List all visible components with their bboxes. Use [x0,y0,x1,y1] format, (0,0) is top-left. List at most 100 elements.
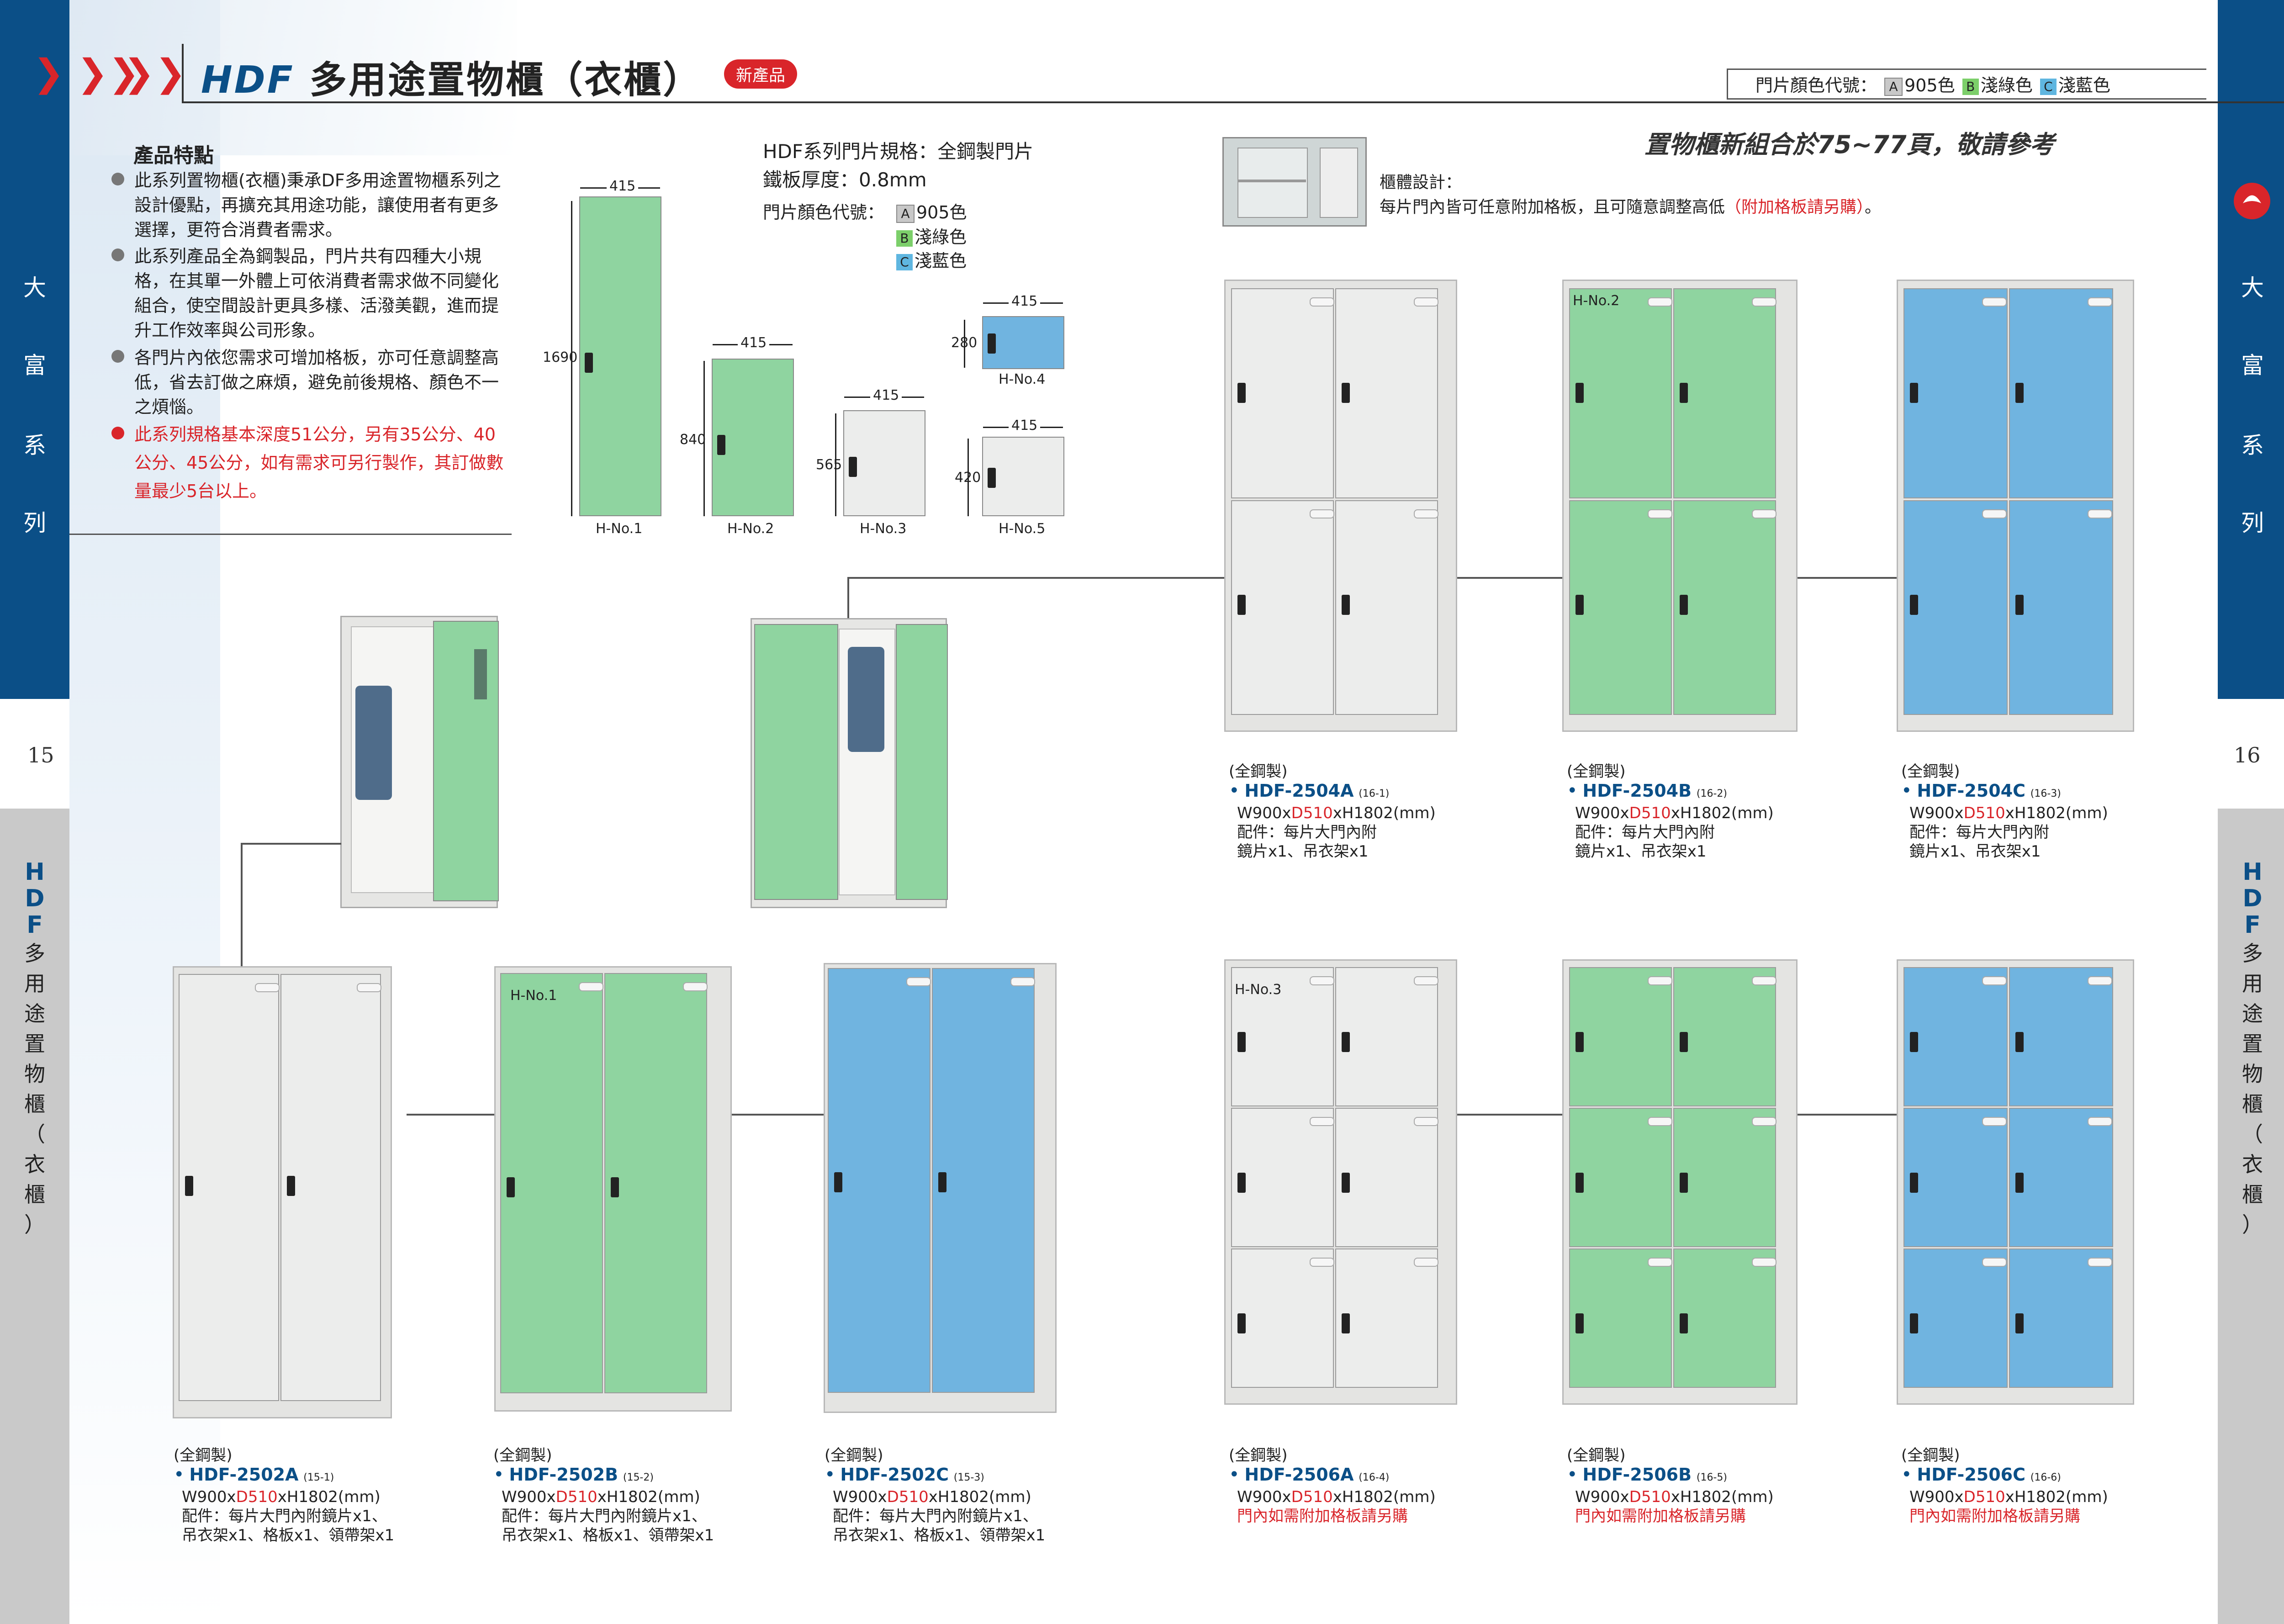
vt-char: 途 [2242,1001,2263,1026]
feature-item: 此系列置物櫃(衣櫃)秉承DF多用途置物櫃系列之設計優點，再擴充其用途功能，讓使用… [111,168,509,242]
combo-title: 置物櫃新組合於75~77頁，敬請參考 [1644,130,2055,159]
connector-line [1185,577,1227,579]
handle-icon [834,1172,842,1192]
caption-line: 配件：每片大門內附 [1237,823,1377,841]
page-number-right: 16 [2234,743,2261,767]
caption-material: (全鋼製) [493,1446,552,1465]
vent-icon [2088,509,2112,518]
vent-icon [2088,1258,2112,1267]
caption-ref: (15-3) [953,1472,984,1483]
cabinet-door [1673,288,1776,498]
dim-line [968,439,969,516]
caption-ref: (16-3) [2030,788,2061,799]
cabinet-hdf-2502a [173,966,392,1418]
vent-icon [1982,509,2007,518]
color-swatch-b: B [896,230,913,247]
open-cabinet-photo [751,618,948,908]
caption-material: (全鋼製) [1229,1446,1288,1465]
caption-depth: D510 [1291,1488,1333,1506]
vent-icon [255,983,280,992]
feature-item: 此系列產品全為鋼製品，門片共有四種大小規格，在其單一外體上可依消費者需求做不同變… [111,244,509,343]
caption-model: HDF-2504C [1917,781,2025,801]
vent-icon [1982,297,2007,307]
feature-item-highlight: 此系列規格基本深度51公分，另有35公分、40公分、45公分，如有需求可另行製作… [111,420,509,505]
spec-line-1: HDF系列門片規格：全鋼製門片 [763,140,1034,163]
left-series-char: 列 [23,510,46,536]
handle-icon [1680,1313,1688,1333]
caption-note: 門內如需附加格板請另購 [1237,1507,1408,1525]
door-h3 [843,410,925,516]
cabinet-door: H-No.2 [1569,288,1672,498]
vt-char: 多 [24,941,45,966]
handle-icon [2015,1313,2024,1333]
vent-icon [1310,1258,1334,1267]
left-gray-tab [0,809,69,1624]
product-caption-hdf-2502b: (全鋼製) • HDF-2502B (15-2) W900xD510xH1802… [493,1446,714,1545]
door-h1 [579,196,661,516]
vt-char: 用 [24,971,45,996]
right-series-char: 列 [2241,510,2264,536]
left-series-char: 富 [23,352,46,379]
interior-photo [1222,137,1367,227]
handle-icon [1680,595,1688,615]
handle-icon [2015,1173,2024,1193]
cabinet-door [1673,1108,1776,1247]
handle-icon [1910,1032,1918,1052]
vt-char: 物 [2242,1062,2263,1086]
cabinet-door [1335,1108,1438,1247]
caption-dims: W900x [502,1488,556,1506]
bullet-icon: • [1229,1464,1240,1485]
door-h5 [982,437,1064,516]
vt-char: 櫃 [2242,1182,2263,1207]
cabinet-door [179,974,280,1401]
caption-model: HDF-2504B [1582,781,1692,801]
bullet-icon: • [1901,1464,1912,1485]
header-divider [182,44,184,103]
color-code-label: 門片顏色代號： [1755,75,1877,95]
cabinet-door [280,974,381,1401]
vent-icon [1982,1258,2007,1267]
caption-model: HDF-2504A [1244,781,1354,801]
cabinet-door [1335,1248,1438,1388]
caption-dims: xH1802(mm) [277,1488,381,1506]
vent-icon [1752,1117,1776,1126]
brand-logo-icon [2229,178,2275,224]
spec-color-label: 門片顏色代號： [763,202,885,222]
vt-char: 櫃 [24,1182,45,1207]
left-series-char: 系 [23,432,46,459]
cabinet-hdf-2506b [1562,959,1798,1405]
color-swatch-c: C [896,254,913,270]
hanging-shirt [848,647,884,752]
bullet-icon [111,350,124,363]
right-series-char: 系 [2241,432,2264,459]
door-width-label: 415 [1009,418,1041,434]
color-name: 905色 [1904,75,1955,95]
cabinet-hdf-2504c [1897,280,2134,732]
vent-icon [1414,976,1438,985]
handle-icon [849,457,857,477]
handle-icon [1680,1032,1688,1052]
dim-line [964,320,965,368]
caption-note: 門內如需附加格板請另購 [1575,1507,1746,1525]
vent-icon [1648,509,1672,518]
vent-icon [1310,1117,1334,1126]
connector-line [847,577,849,618]
color-swatch-a: A [896,204,915,223]
cabinet-door [2009,967,2113,1106]
caption-dims: W900x [182,1488,236,1506]
door-name: H-No.5 [999,521,1046,537]
right-side-tab [2218,0,2284,699]
caption-line: 配件：每片大門內附 [1909,823,2049,841]
caption-material: (全鋼製) [1567,1446,1626,1465]
cabinet-door [1903,500,2008,715]
caption-dims: W900x [833,1488,887,1506]
caption-model: HDF-2506B [1582,1465,1692,1485]
open-cabinet-photo [340,616,499,908]
caption-depth: D510 [1963,1488,2005,1506]
right-series-char: 大 [2241,275,2264,301]
product-caption-hdf-2502c: (全鋼製) • HDF-2502C (15-3) W900xD510xH1802… [825,1446,1045,1545]
caption-material: (全鋼製) [825,1446,883,1465]
vent-icon [683,982,708,991]
caption-line: 鏡片x1、吊衣架x1 [1237,842,1369,861]
cabinet-door: H-No.1 [500,973,603,1393]
